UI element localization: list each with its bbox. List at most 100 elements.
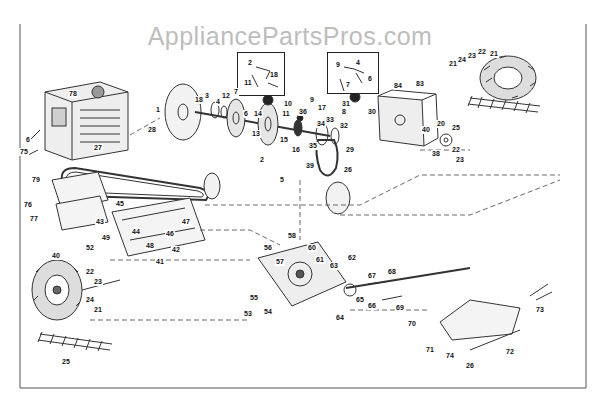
- callout-number: 52: [85, 244, 95, 252]
- callout-number: 32: [339, 122, 349, 130]
- callout-number: 33: [325, 116, 335, 124]
- callout-number: 79: [31, 176, 41, 184]
- inset-sketch: [328, 53, 378, 93]
- callout-number: 11: [244, 79, 251, 87]
- callout-number: 65: [355, 296, 365, 304]
- callout-number: 57: [275, 258, 285, 266]
- callout-number: 84: [393, 82, 403, 90]
- callout-number: 14: [253, 110, 263, 118]
- callout-number: 4: [356, 59, 360, 67]
- callout-number: 70: [407, 320, 417, 328]
- callout-number: 7: [346, 81, 350, 89]
- callout-number: 13: [251, 130, 261, 138]
- callout-number: 22: [477, 48, 487, 56]
- callout-number: 39: [305, 162, 315, 170]
- callout-number: 25: [451, 124, 461, 132]
- bracket: [440, 300, 520, 340]
- callout-number: 23: [93, 278, 103, 286]
- callout-number: 24: [457, 56, 467, 64]
- callout-number: 30: [367, 108, 377, 116]
- callout-number: 16: [291, 146, 301, 154]
- housing: [378, 96, 424, 146]
- gear-housing: [258, 242, 346, 306]
- callout-number: 5: [279, 176, 285, 184]
- callout-number: 66: [367, 302, 377, 310]
- frame-line: [20, 24, 586, 388]
- wheel: [480, 56, 536, 100]
- callout-number: 9: [336, 61, 340, 69]
- callout-number: 71: [425, 346, 435, 354]
- callout-number: 63: [329, 262, 339, 270]
- callout-number: 41: [155, 258, 165, 266]
- callout-number: 6: [368, 75, 372, 83]
- callout-number: 48: [145, 242, 155, 250]
- callout-number: 69: [395, 304, 405, 312]
- callout-number: 21: [489, 50, 499, 58]
- callout-number: 28: [147, 126, 157, 134]
- callout-number: 26: [465, 362, 475, 370]
- callout-number: 18: [194, 96, 204, 104]
- callout-number: 6: [25, 136, 31, 144]
- callout-number: 20: [436, 120, 446, 128]
- callout-number: 53: [243, 310, 253, 318]
- callout-number: 45: [115, 200, 125, 208]
- callout-number: 47: [181, 218, 191, 226]
- engine: [28, 82, 128, 160]
- callout-number: 31: [341, 100, 351, 108]
- callout-number: 77: [29, 215, 39, 223]
- callout-number: 10: [283, 100, 293, 108]
- callout-number: 67: [367, 272, 377, 280]
- callout-number: 27: [93, 144, 103, 152]
- callout-number: 8: [341, 108, 347, 116]
- callout-number: 2: [248, 59, 252, 67]
- callout-number: 38: [431, 150, 441, 158]
- callout-number: 23: [455, 156, 465, 164]
- callout-number: 55: [249, 294, 259, 302]
- callout-number: 22: [85, 268, 95, 276]
- callout-number: 78: [68, 90, 78, 98]
- callout-number: 61: [315, 256, 325, 264]
- callout-number: 11: [281, 110, 290, 118]
- callout-number: 25: [61, 358, 71, 366]
- callout-number: 46: [165, 230, 175, 238]
- callout-number: 58: [287, 232, 297, 240]
- callout-number: 15: [279, 136, 289, 144]
- callout-number: 1: [155, 106, 161, 114]
- callout-number: 49: [101, 234, 111, 242]
- callout-number: 24: [85, 296, 95, 304]
- inset-box: 9 46 7: [327, 52, 379, 94]
- callout-number: 83: [415, 80, 425, 88]
- callout-number: 64: [335, 314, 345, 322]
- callout-number: 36: [298, 108, 308, 116]
- callout-number: 7: [233, 88, 239, 96]
- callout-number: 62: [347, 254, 357, 262]
- callout-number: 35: [308, 142, 318, 150]
- callout-number: 21: [93, 306, 103, 314]
- callout-number: 40: [51, 252, 61, 260]
- callout-number: 72: [505, 348, 515, 356]
- callout-number: 42: [171, 246, 181, 254]
- callout-number: 12: [221, 92, 231, 100]
- callout-number: 29: [345, 146, 355, 154]
- callout-number: 75: [19, 148, 29, 156]
- callout-number: 9: [309, 96, 315, 104]
- callout-number: 4: [215, 98, 221, 106]
- callout-number: 23: [467, 52, 477, 60]
- callout-number: 54: [263, 308, 273, 316]
- wheel: [32, 260, 82, 320]
- callout-number: 18: [270, 71, 278, 79]
- callout-number: 6: [243, 110, 249, 118]
- callout-number: 44: [131, 228, 141, 236]
- callout-number: 22: [451, 146, 461, 154]
- watermark: AppliancePartsPros.com: [147, 22, 434, 50]
- callout-number: 73: [535, 306, 545, 314]
- callout-number: 17: [317, 104, 327, 112]
- callout-number: 76: [23, 201, 33, 209]
- callout-number: 60: [307, 244, 317, 252]
- callout-number: 26: [343, 166, 353, 174]
- callout-number: 43: [95, 218, 105, 226]
- callout-number: 68: [387, 268, 397, 276]
- callout-number: 56: [263, 244, 273, 252]
